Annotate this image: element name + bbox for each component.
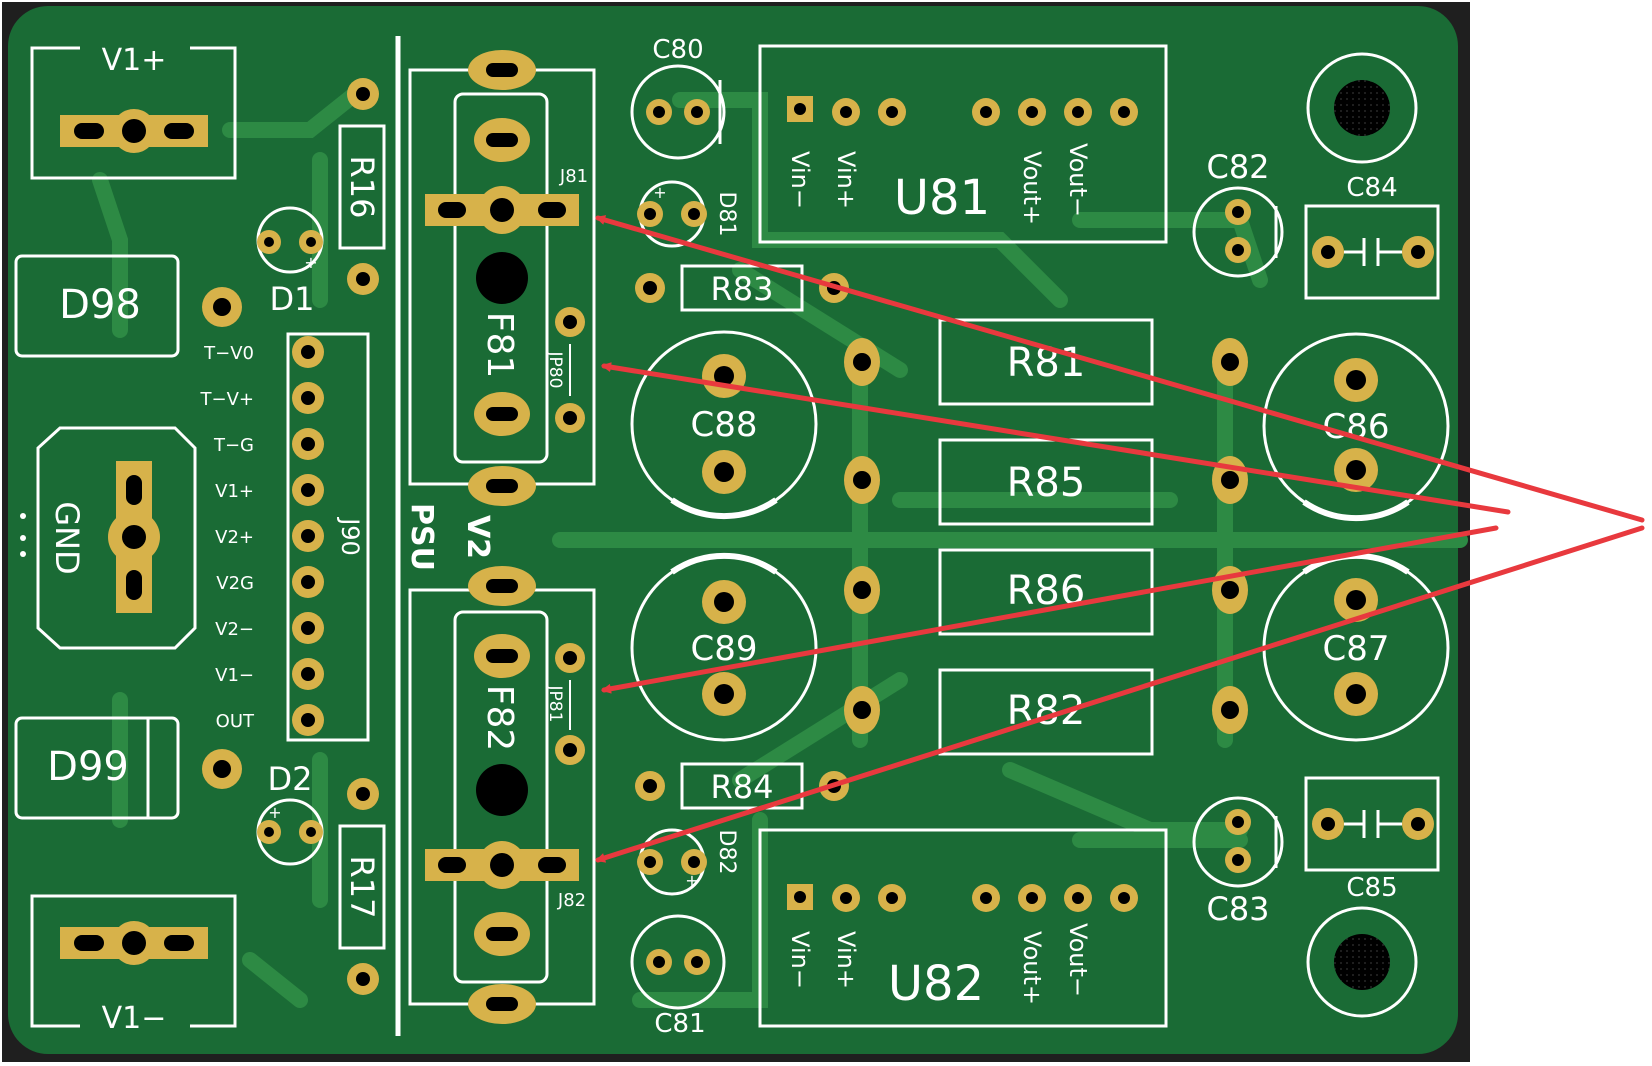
j90-pin-label: OUT	[216, 711, 255, 732]
c89-capacitor: C89	[630, 552, 818, 742]
u82-label: U82	[888, 956, 984, 1012]
c85-label: C85	[1346, 873, 1397, 903]
j90-pin-label: V2+	[215, 527, 254, 548]
c80-label: C80	[652, 35, 703, 65]
j90-pin-label: T−V+	[200, 389, 254, 410]
c86-capacitor: C86	[1262, 332, 1450, 522]
r16-resistor: R16	[338, 78, 386, 295]
jp81-label: JP81	[545, 685, 565, 723]
svg-text:+: +	[268, 803, 281, 822]
v1minus-connector: V1−	[30, 894, 237, 1036]
j90-pin-hole	[301, 345, 315, 359]
c86-label: C86	[1322, 407, 1389, 447]
j90-pin-hole	[301, 621, 315, 635]
r16-label: R16	[343, 156, 381, 219]
j90-pin-label: V2G	[216, 573, 254, 594]
r83-label: R83	[711, 270, 774, 308]
j90-pin-label: T−G	[213, 435, 254, 456]
mounting-hole-bottom	[1306, 906, 1418, 1018]
c87-label: C87	[1322, 629, 1389, 669]
v1plus-connector: V1+	[30, 43, 237, 180]
annotation-arrows	[595, 215, 1645, 863]
psu-label: PSU	[404, 503, 439, 571]
j90-label: J90	[336, 516, 364, 556]
svg-text:+: +	[653, 183, 666, 202]
u81-vin-plus: Vin+	[832, 151, 860, 209]
svg-text:+: +	[304, 253, 317, 272]
f82-label: F82	[479, 685, 520, 752]
f82-fuse-block: F82 J82 JP81	[408, 566, 596, 1024]
j82-label: J82	[557, 890, 586, 911]
svg-text:+: +	[685, 871, 698, 890]
d1-diode: + D1	[256, 206, 324, 318]
r85-label: R85	[1007, 460, 1086, 506]
j90-pin-label: V2−	[215, 619, 254, 640]
r84-label: R84	[711, 768, 774, 806]
j81-label: J81	[559, 166, 588, 187]
c84-capacitor: C84	[1304, 173, 1440, 300]
jp80-label: JP80	[545, 351, 565, 389]
c80-capacitor: C80	[630, 35, 726, 160]
arrow-to-j81	[595, 215, 1645, 523]
c82-capacitor: C82	[1192, 148, 1284, 278]
f81-label: F81	[479, 312, 520, 379]
d1-label: D1	[270, 280, 315, 318]
d2-label: D2	[268, 760, 313, 798]
c84-label: C84	[1346, 173, 1397, 203]
u82-vout-minus: Vout−	[1064, 923, 1092, 997]
v1minus-label: V1−	[102, 1001, 167, 1036]
gnd-connector: GND	[36, 426, 197, 650]
d82-diode: + D82	[637, 828, 739, 896]
d2-diode: + D2	[256, 760, 324, 866]
d82-label: D82	[714, 830, 739, 875]
u81-vout-minus: Vout−	[1064, 143, 1092, 217]
j90-pin-hole	[301, 713, 315, 727]
u82-vout-plus: Vout+	[1018, 931, 1046, 1005]
arrow-to-jp81	[601, 525, 1499, 694]
mounting-hole-top	[1306, 52, 1418, 164]
r17-label: R17	[343, 856, 381, 919]
gnd-label: GND	[48, 501, 86, 574]
d98-label: D98	[59, 282, 141, 328]
d98-diode: D98	[14, 254, 180, 358]
r86-resistor: R86	[844, 548, 1248, 636]
u81-vout-plus: Vout+	[1018, 151, 1046, 225]
u81-label: U81	[894, 170, 990, 226]
j90-pin-label: V1−	[215, 665, 254, 686]
c85-capacitor: C85	[1304, 776, 1440, 903]
d99-label: D99	[47, 744, 129, 790]
u81-regulator: Vin− Vin+ U81 Vout+ Vout−	[758, 44, 1168, 244]
d99-diode: D99	[14, 716, 180, 820]
u82-vin-minus: Vin−	[786, 931, 814, 989]
u82-vin-plus: Vin+	[832, 931, 860, 989]
j90-pin-hole	[301, 529, 315, 543]
j90-pin-label: V1+	[215, 481, 254, 502]
u82-regulator: Vin− Vin+ U82 Vout+ Vout−	[758, 828, 1168, 1028]
d81-label: D81	[714, 192, 739, 237]
arrow-to-j82	[595, 525, 1645, 863]
j90-pin-hole	[301, 667, 315, 681]
c81-capacitor: C81	[630, 914, 726, 1039]
c88-label: C88	[690, 405, 757, 445]
r17-resistor: R17	[338, 778, 386, 995]
v1plus-label: V1+	[102, 43, 167, 78]
arrow-to-jp80	[601, 362, 1511, 515]
c82-label: C82	[1206, 148, 1269, 186]
u81-vin-minus: Vin−	[786, 151, 814, 209]
c81-label: C81	[654, 1009, 705, 1039]
j90-pin-hole	[301, 437, 315, 451]
c83-label: C83	[1206, 890, 1269, 928]
v2-label: V2	[460, 515, 495, 559]
j90-pin-hole	[301, 391, 315, 405]
r82-resistor: R82	[844, 668, 1248, 756]
j90-pin-hole	[301, 575, 315, 589]
d81-diode: + D81	[637, 180, 739, 248]
f81-fuse-block: F81 J81 JP80	[408, 50, 596, 506]
j90-pin-label: T−V0	[203, 343, 254, 364]
j90-pin-hole	[301, 483, 315, 497]
j90-header: J90 T−V0T−V+ T−G V1+ V2+ V2G V2− V1− OUT	[200, 332, 370, 742]
c83-capacitor: C83	[1192, 796, 1284, 928]
